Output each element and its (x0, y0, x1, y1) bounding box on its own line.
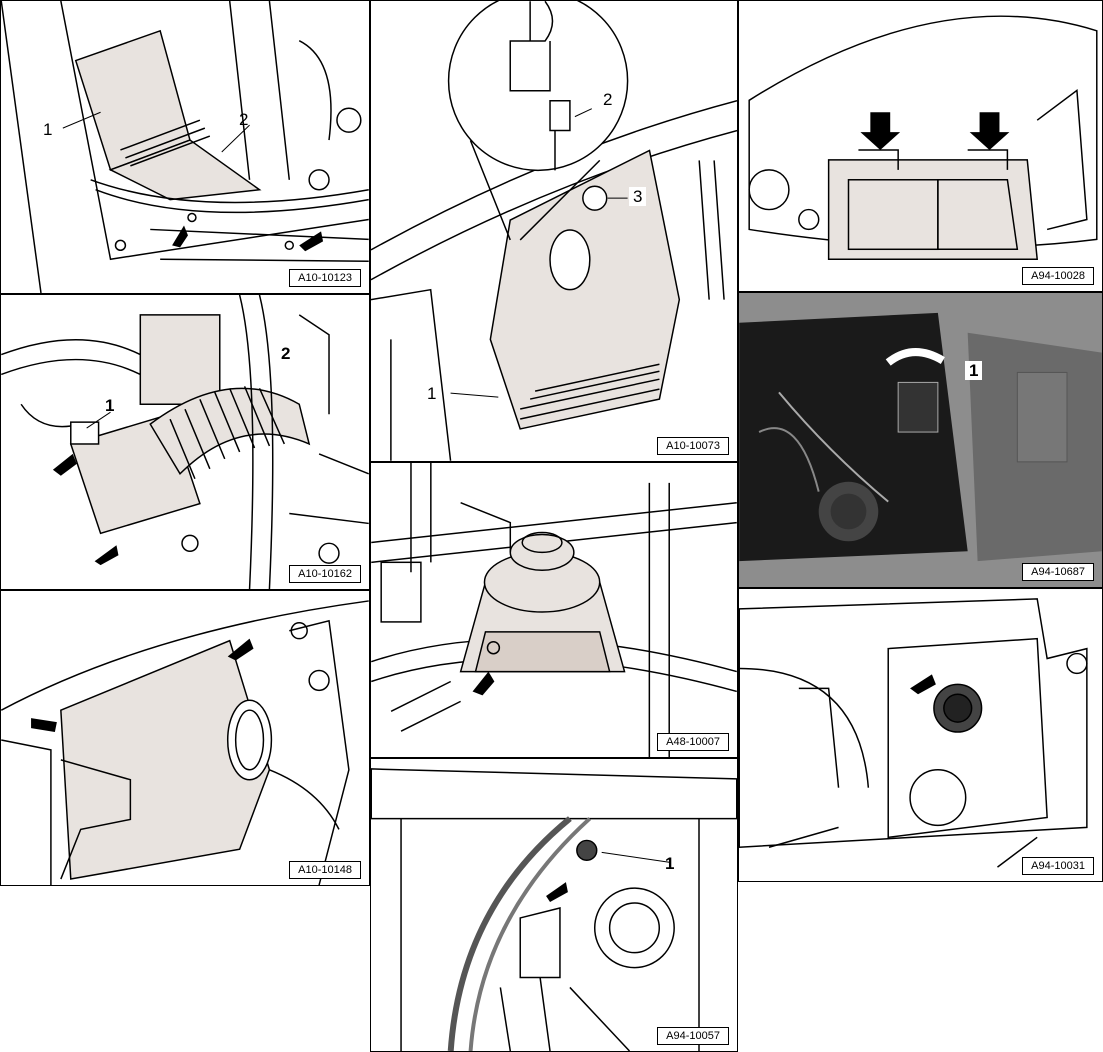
figure-tag: A10-10073 (657, 437, 729, 455)
drawing-air-box-with-detail (371, 1, 737, 461)
figure-tag: A10-10123 (289, 269, 361, 287)
figure-tag: A94-10028 (1022, 267, 1094, 285)
figure-tag: A10-10148 (289, 861, 361, 879)
figure-tag: A94-10031 (1022, 857, 1094, 875)
callout-2: 2 (281, 344, 291, 363)
panel-a10-10148: A10-10148 (0, 590, 370, 886)
panel-a48-10007: A48-10007 (370, 462, 738, 758)
callout-3: 3 (629, 187, 647, 206)
panel-a94-10028: A94-10028 (738, 0, 1103, 292)
drawing-headlamp-bulb-socket (739, 598, 1088, 868)
panel-a10-10123: 1 2 A10-10123 (0, 0, 370, 294)
callout-1: 1 (43, 120, 53, 139)
figure-tag: A94-10687 (1022, 563, 1094, 581)
callout-1: 1 (427, 384, 437, 403)
drawing-headlamp-rear-wiring (371, 768, 737, 1051)
drawing-air-filter-housing (1, 600, 369, 885)
figure-tag: A10-10162 (289, 565, 361, 583)
callout-1: 1 (105, 396, 115, 415)
figure-tag: A48-10007 (657, 733, 729, 751)
panel-a94-10031: A94-10031 (738, 588, 1103, 882)
drawing-engine-bay-air-filter (1, 1, 369, 293)
panel-a10-10073: 2 3 1 A10-10073 (370, 0, 738, 462)
figure-tag: A94-10057 (657, 1027, 729, 1045)
drawing-headlamp-cover (748, 15, 1098, 260)
drawing-reservoir-bracket (371, 463, 737, 757)
panel-a94-10687: 1 A94-10687 (738, 292, 1103, 588)
callout-1: 1 (965, 361, 983, 380)
callout-1: 1 (665, 854, 675, 873)
panel-a10-10162: 1 2 A10-10162 (0, 294, 370, 590)
panel-a94-10057: 1 A94-10057 (370, 758, 738, 1052)
photo-headlamp-bulb-holder (739, 293, 1102, 587)
callout-2: 2 (239, 110, 249, 129)
callout-2: 2 (603, 90, 613, 109)
drawing-intake-hose-sensor (1, 295, 369, 589)
